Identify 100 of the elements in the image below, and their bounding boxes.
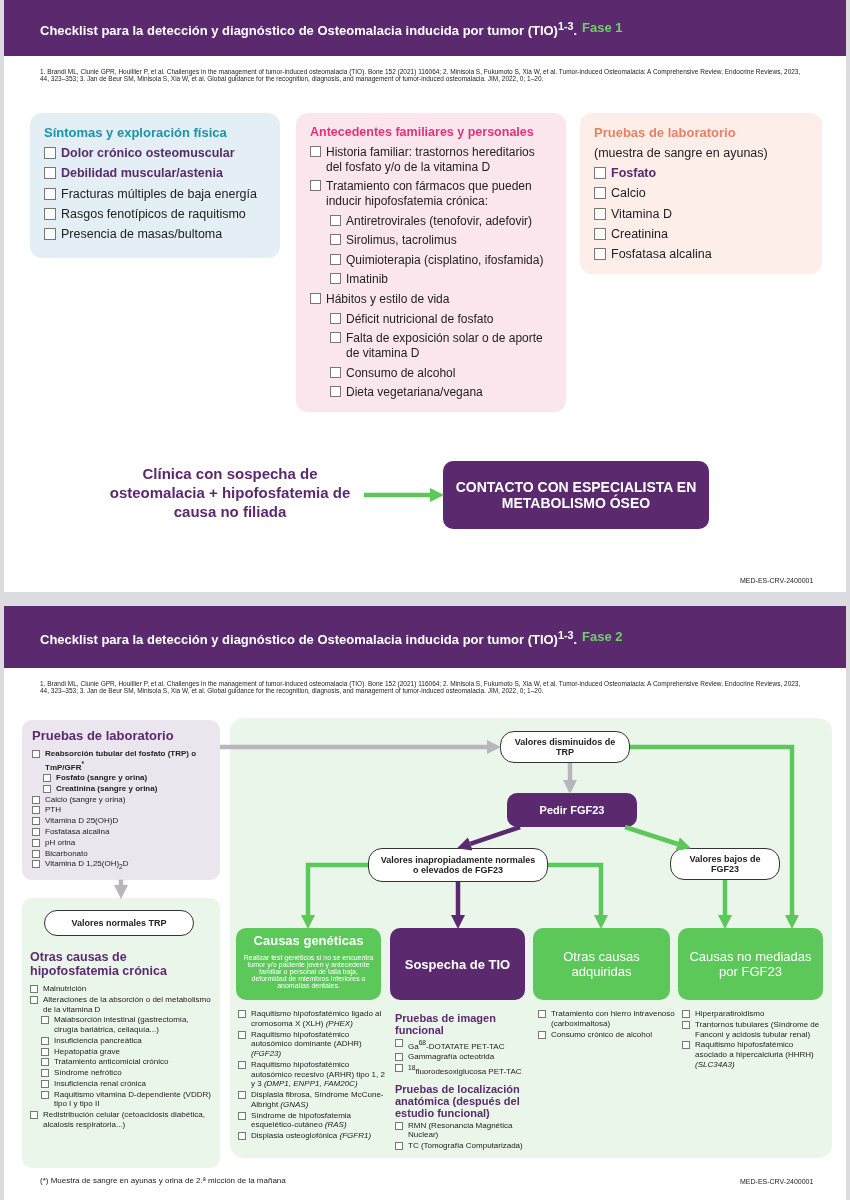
body-text: Clínica con sospecha de osteomalacia + hipofosfatemia de causa no filiada — [96, 464, 364, 521]
checklist-item: Dolor crónico osteomuscular — [61, 146, 235, 162]
category-box — [533, 928, 670, 1000]
checklist-item: Alteraciones de la absorción o del metabolismo de la vitamina D — [43, 994, 212, 1015]
checklist-item: Malnutrición — [43, 984, 87, 994]
checklist-item: Fosfato (sangre y orina) — [56, 773, 148, 783]
checklist-item: Raquitismo hipofosfatémico ligado al cromosoma X (XLH) (PHEX) — [251, 1009, 383, 1029]
checklist-item: Hepatopatía grave — [54, 1046, 120, 1057]
arrow — [630, 744, 799, 929]
checklist-item: Raquitismo vitamina D-dependiente (VDDR) tipo I y tipo II — [54, 1089, 212, 1110]
heading: Pruebas de laboratorio — [32, 728, 175, 743]
subheading: Pruebas de imagen funcional — [395, 1012, 497, 1036]
checklist-item: Vitamina D 1,25(OH)$_{2}$D — [45, 859, 129, 872]
checklist-item: Raquitismo hipofosfatémico asociado a hipercalciuria (HHRH) (SLC34A3) — [695, 1040, 815, 1070]
arrow — [220, 740, 501, 754]
checklist-card — [22, 720, 220, 880]
checklist-item: Vitamina D 25(OH)D — [45, 816, 119, 826]
checklist-item: pH orina — [45, 837, 76, 848]
checklist-item: $^{18}$fluorodesoxiglucosa PET-TAC — [408, 1063, 522, 1077]
checklist-item: Tratamiento anticomicial crónico — [54, 1057, 169, 1068]
checklist-item: Quimioterapia (cisplatino, ifosfamida) — [346, 252, 544, 268]
checklist-item: Rasgos fenotípicos de raquitismo — [61, 206, 246, 222]
process-box — [443, 461, 709, 529]
checklist-item: Trantornos tubulares (Síndrome de Fanconi y acidosis tubular renal) — [695, 1019, 821, 1040]
checklist-item: Creatinina — [611, 226, 668, 242]
note-text: (muestra de sangre en ayunas) — [594, 146, 769, 160]
phase-label: Fase 2 — [582, 629, 623, 644]
panel — [230, 718, 832, 1158]
checklist-card — [296, 113, 566, 412]
process-box — [507, 793, 637, 827]
status-pill — [44, 910, 194, 936]
node-label: Pedir FGF23 — [539, 804, 605, 816]
checklist-item: RMN (Resonancia Magnética Nuclear) — [408, 1120, 514, 1141]
checklist-card — [580, 113, 822, 275]
checklist-item: Tratamiento con fármacos que pueden inducir hipofosfatemia crónica: — [326, 179, 533, 209]
checklist-item: Malabsorción intestinal (gastrectomía, cirugía bariátrica, celiaquía...) — [54, 1015, 190, 1035]
checklist-item: Síndrome nefrótico — [54, 1068, 122, 1078]
arrow — [548, 862, 608, 929]
checklist-item: Calcio — [611, 186, 646, 202]
heading: Causas genéticas — [253, 933, 364, 948]
checklist-item: Tratamiento con hierro intravenoso (carboximaltosa) — [551, 1009, 676, 1029]
checklist-item: Dieta vegetariana/vegana — [346, 385, 483, 400]
checklist-item: Creatinina (sangre y orina) — [56, 783, 158, 794]
checklist-item: Imatinib — [346, 272, 389, 288]
checklist-item: Fosfatasa alcalina — [611, 247, 712, 263]
node-label: Valores normales TRP — [71, 918, 167, 928]
checklist-item: Debilidad muscular/astenia — [61, 166, 223, 182]
arrow — [451, 882, 465, 929]
checklist-card — [22, 898, 220, 1168]
arrow — [457, 824, 521, 851]
checklist-item: Hábitos y estilo de vida — [326, 292, 450, 307]
checklist-card — [30, 113, 280, 258]
checklist-item: Raquitismo hipofosfatémico autosómico dominante (ADHR) (FGF23) — [251, 1029, 363, 1059]
category-box — [390, 928, 525, 1000]
checklist-item: Presencia de masas/bultoma — [61, 227, 223, 243]
heading: Antecedentes familiares y personales — [310, 125, 535, 139]
page-title: Checklist para la detección y diagnóstico de Osteomalacia inducida por tumor (TIO)$^{1-3}$. — [40, 629, 578, 648]
node-label: Causas no mediadas por FGF23 — [688, 949, 813, 979]
arrow — [114, 879, 128, 899]
category-box — [236, 928, 381, 1000]
checklist-item: Insuficiencia pancreática — [54, 1035, 142, 1046]
node-label: Valores bajos de FGF23 — [688, 854, 762, 874]
arrow — [301, 862, 368, 929]
checklist-item: Fracturas múltiples de baja energía — [61, 186, 257, 202]
checklist-item: Redistribución celular (cetoacidosis diabética, alcalosis respiratoria...) — [43, 1110, 206, 1130]
checklist-item: Fosfato — [611, 166, 657, 182]
checklist-item: Displasia osteoglofónica (FGFR1) — [251, 1131, 372, 1141]
checklist-item: Displasia fibrosa, Síndrome McCune-Albright (GNAS) — [251, 1090, 385, 1110]
heading: Pruebas de laboratorio — [594, 125, 737, 140]
checklist-item: TC (Tomografía Computarizada) — [408, 1141, 523, 1151]
checklist-item: Vitamina D — [611, 206, 672, 222]
footnote-text: (*) Muestra de sangre en ayunas y orina de 2.ª micción de la mañana — [40, 1176, 286, 1185]
subheading: Pruebas de localización anatómica (después del estudio funcional) — [395, 1082, 521, 1119]
page-title: Checklist para la detección y diagnóstico de Osteomalacia inducida por tumor (TIO)$^{1-3}$. — [40, 20, 578, 39]
arrow — [364, 488, 444, 502]
checklist-item: Calcio (sangre y orina) — [45, 794, 126, 805]
checklist-item: Hiperparatiroidismo — [695, 1009, 765, 1019]
checklist-item: Falta de exposición solar o de aporte de vitamina D — [346, 331, 544, 361]
arrow — [718, 880, 732, 929]
node-label: Valores inapropiadamente normales o elevados de FGF23 — [379, 855, 537, 875]
checklist-item: Bicarbonato — [45, 848, 88, 859]
status-pill — [368, 848, 548, 882]
checklist-item: Consumo de alcohol — [346, 365, 456, 381]
checklist-item: Déficit nutricional de fosfato — [346, 311, 494, 327]
checklist-item: Raquitismo hipofosfatémico autosómico recesivo (ARHR) tipo 1, 2 y 3 (DMP1, ENPP1, FAM20C) — [251, 1059, 386, 1090]
checklist-item: Historia familiar: trastornos hereditarios del fosfato y/o de la vitamina D — [326, 145, 536, 175]
checklist-item: Consumo crónico de alcohol — [551, 1029, 652, 1040]
checklist-item: PTH — [45, 805, 61, 816]
heading: Otras causas de hipofosfatemia crónica — [30, 950, 168, 978]
arrow — [563, 763, 577, 794]
checklist-item: Insuficiencia renal crónica — [54, 1078, 147, 1089]
category-box — [678, 928, 823, 1000]
checklist-item: Ga$^{68}$-DOTATATE PET-TAC — [408, 1038, 505, 1052]
checklist-item: Fosfatasa alcalina — [45, 827, 110, 837]
status-pill — [670, 848, 780, 880]
checklist-item: Síndrome de hipofosfatemia esquelético-cutáneo (RAS) — [251, 1110, 353, 1131]
arrow — [624, 824, 691, 851]
node-label: Sospecha de TIO — [404, 956, 511, 972]
heading: Síntomas y exploración física — [44, 125, 228, 140]
node-label: Otras causas adquiridas — [562, 949, 641, 979]
